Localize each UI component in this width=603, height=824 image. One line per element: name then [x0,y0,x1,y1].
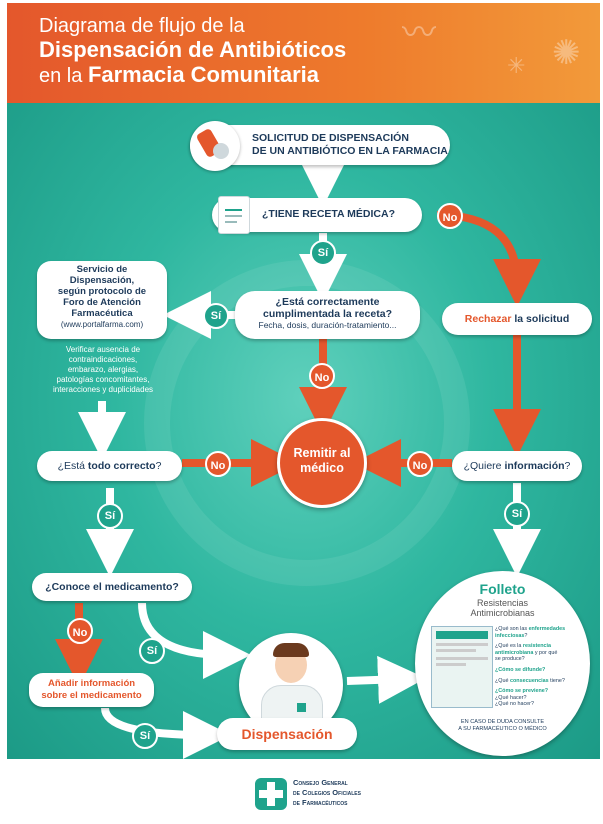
arrow-conoce-dispensacion [138,602,251,679]
folleto-footer-1: EN CASO DE DUDA CONSULTE [460,719,545,725]
flow-arrows [55,155,541,759]
node-solicitud: SOLICITUD DE DISPENSACIÓN DE UN ANTIBIÓT… [190,121,450,171]
header-banner: 〰 ✺ ✳ Diagrama de flujo de la Dispensaci… [7,3,600,103]
todo-bold: todo correcto [87,460,156,472]
node-rechazar: Rechazar la solicitud [442,303,592,335]
no-badge-todo: No [205,451,231,477]
virus-small-decoration-icon: ✳ [507,53,526,78]
prescription-icon [218,196,250,234]
node-cumplimentada: ¿Está correctamente cumplimentada la rec… [235,291,420,339]
rechazar-rest: la solicitud [511,313,570,325]
servicio-line-5: Farmacéutica [71,308,133,319]
title-line-3-prefix: en la [39,65,88,87]
solicitud-line-2: DE UN ANTIBIÓTICO EN LA FARMACIA [252,145,448,157]
node-receta: ¿TIENE RECETA MÉDICA? [212,196,422,234]
servicio-line-3: según protocolo de [57,286,147,297]
solicitud-line-1: SOLICITUD DE DISPENSACIÓN [252,132,409,144]
servicio-line-1: Servicio de [76,264,128,275]
virus-decoration-icon: ✺ [552,34,581,72]
no-badge-cumplimentada: No [309,363,335,389]
folleto-subtitle-2: Antimicrobianas [470,608,535,618]
page-title: Diagrama de flujo de la Dispensación de … [39,15,346,88]
pill-bottle-icon [190,121,240,171]
si-badge-todo: Sí [97,503,123,529]
arrow-dispensacion-folleto [346,655,426,704]
folleto-subtitle-1: Resistencias [476,598,529,608]
node-quiere-informacion: ¿Quiere información? [452,451,582,481]
folleto-title: Folleto [479,581,526,597]
folleto-footer-2: A SU FARMACÉUTICO O MÉDICO [458,726,547,732]
title-line-2: Dispensación de Antibióticos [39,37,347,62]
cumplimentada-line-2: cumplimentada la receta? [263,308,392,320]
node-anadir-informacion: Añadir información sobre el medicamento [29,673,154,707]
node-conoce-medicamento: ¿Conoce el medicamento? [32,573,192,601]
flowchart-area: SOLICITUD DE DISPENSACIÓN DE UN ANTIBIÓT… [7,103,600,759]
brochure-icon [431,626,493,708]
si-badge-receta: Sí [310,240,336,266]
title-line-3-bold: Farmacia Comunitaria [87,62,320,87]
footer: Consejo General de Colegios Oficiales de… [7,759,600,821]
node-dispensacion: Dispensación [217,718,357,750]
node-servicio: Servicio de Dispensación, según protocol… [37,261,167,339]
verificar-text: Verificar ausencia de contraindicaciones… [52,345,154,394]
info-bold: información [504,460,565,472]
cumplimentada-line-1: ¿Está correctamente [275,296,380,308]
folleto-questions: ¿Qué son las enfermedades infecciosas? ¿… [495,626,566,708]
receta-text: ¿TIENE RECETA MÉDICA? [262,208,395,220]
servicio-url: (www.portalfarma.com) [60,320,144,329]
cgcof-logo-icon [255,778,287,810]
anadir-line-2: sobre el medicamento [41,690,142,701]
no-badge-informacion: No [407,451,433,477]
si-badge-cumplimentada: Sí [203,303,229,329]
remitir-line-1: Remitir al [293,446,351,460]
anadir-line-1: Añadir información [47,678,136,689]
cgcof-logo-text: Consejo General de Colegios Oficiales de… [293,778,361,807]
remitir-line-2: médico [300,461,344,475]
no-badge-receta: No [437,203,463,229]
folleto-circle: Folleto Resistencias Antimicrobianas ¿Qu… [415,571,590,756]
node-todo-correcto: ¿Está todo correcto? [37,451,182,481]
node-remitir-medico: Remitir al médico [277,418,367,508]
si-badge-conoce: Sí [139,638,165,664]
servicio-line-4: Foro de Atención [63,297,141,308]
cumplimentada-sub: Fecha, dosis, duración-tratamiento... [258,320,397,330]
servicio-line-2: Dispensación, [69,275,135,286]
arrow-anadir-dispensacion [101,707,231,759]
no-badge-conoce: No [67,618,93,644]
si-badge-informacion: Sí [504,501,530,527]
title-line-1: Diagrama de flujo de la [39,15,245,37]
rechazar-bold: Rechazar [464,313,512,325]
si-badge-anadir: Sí [132,723,158,749]
bacteria-decoration-icon: 〰 [402,14,436,52]
